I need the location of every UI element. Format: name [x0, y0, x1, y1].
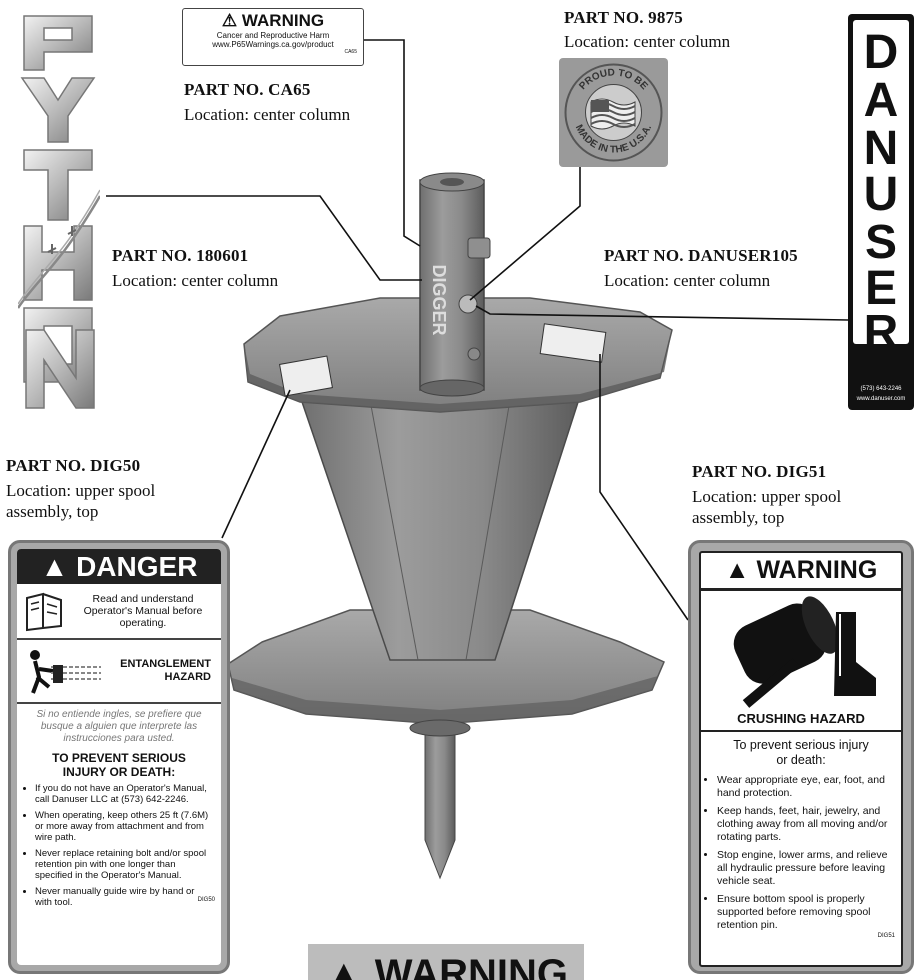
bottom-warning-triangle-icon: ▲ — [324, 952, 364, 980]
warning-prevent-1: To prevent serious injury — [701, 738, 901, 753]
callout-9875-location: Location: center column — [564, 31, 730, 52]
callout-dig51-location-2: assembly, top — [692, 507, 784, 528]
callout-180601-part: PART NO. 180601 — [112, 246, 248, 266]
warning-prevent-2: or death: — [701, 753, 901, 768]
crushing-warning-label: ▲ WARNING CRUSHING HAZARD To prevent ser… — [688, 540, 914, 974]
danger-label-inner: ▲ DANGER Read and understand Operator's … — [17, 549, 221, 965]
read-manual-text: Read and understand Operator's Manual be… — [67, 593, 215, 629]
warning-label-inner: ▲ WARNING CRUSHING HAZARD To prevent ser… — [699, 551, 903, 967]
ca65-code: CA65 — [183, 49, 363, 55]
entanglement-row: ENTANGLEMENT HAZARD — [17, 640, 221, 704]
read-manual-row: Read and understand Operator's Manual be… — [17, 584, 221, 640]
manual-book-icon — [23, 590, 67, 632]
warning-bullet: Ensure bottom spool is properly supporte… — [717, 893, 893, 932]
callout-9875-part: PART NO. 9875 — [564, 8, 683, 28]
callout-ca65-part: PART NO. CA65 — [184, 80, 311, 100]
ca65-line2: www.P65Warnings.ca.gov/product — [183, 40, 363, 49]
ca65-label: ⚠ WARNING Cancer and Reproductive Harm w… — [182, 8, 364, 66]
danger-triangle-icon: ▲ — [41, 551, 69, 582]
warning-bullet: Wear appropriate eye, ear, foot, and han… — [717, 774, 893, 800]
danger-bullet: If you do not have an Operator's Manual,… — [35, 783, 213, 805]
hazard-line-2: HAZARD — [103, 671, 211, 684]
warning-triangle-icon: ▲ — [725, 556, 750, 584]
ca65-title-row: ⚠ WARNING — [183, 11, 363, 31]
callout-dig50-location-2: assembly, top — [6, 501, 98, 522]
warning-bullet: Stop engine, lower arms, and relieve all… — [717, 849, 893, 888]
warning-code: DIG51 — [701, 933, 901, 939]
prevent-line-2: INJURY OR DEATH: — [17, 765, 221, 779]
danger-bullet-list: If you do not have an Operator's Manual,… — [17, 779, 221, 908]
danger-bullet: Never replace retaining bolt and/or spoo… — [35, 848, 213, 881]
warning-bullet-list: Wear appropriate eye, ear, foot, and han… — [701, 768, 901, 932]
callout-dig51-location-1: Location: upper spool — [692, 486, 841, 507]
crushing-hazard-text: CRUSHING HAZARD — [701, 711, 901, 732]
callout-dig51-part: PART NO. DIG51 — [692, 462, 826, 482]
warning-bullet: Keep hands, feet, hair, jewelry, and clo… — [717, 805, 893, 844]
callout-ca65-location: Location: center column — [184, 104, 350, 125]
usa-seal-label: PROUD TO BE MADE IN THE U.S.A. — [559, 58, 668, 167]
ca65-line1: Cancer and Reproductive Harm — [183, 31, 363, 40]
callout-danuser105-location: Location: center column — [604, 270, 770, 291]
callout-dig50-part: PART NO. DIG50 — [6, 456, 140, 476]
spanish-text: Si no entiende ingles, se prefiere que b… — [17, 704, 221, 751]
warning-triangle-icon: ⚠ — [222, 11, 237, 30]
danger-title: DANGER — [76, 551, 197, 582]
callout-dig50-location-1: Location: upper spool — [6, 480, 155, 501]
danger-label: ▲ DANGER Read and understand Operator's … — [8, 540, 230, 974]
danger-bullet: When operating, keep others 25 ft (7.6M)… — [35, 810, 213, 843]
column-decal-text: DIGGER — [429, 264, 449, 335]
hazard-line-1: ENTANGLEMENT — [103, 658, 211, 671]
bottom-warning-label: ▲ WARNING — [308, 944, 584, 980]
usa-flag-seal-graphic: PROUD TO BE MADE IN THE U.S.A. — [559, 58, 668, 167]
callout-180601-location: Location: center column — [112, 270, 278, 291]
crushing-pictogram-icon — [701, 591, 901, 711]
warning-header: ▲ WARNING — [701, 553, 901, 591]
bottom-warning-title: WARNING — [375, 952, 568, 980]
warning-title: WARNING — [756, 556, 877, 584]
callout-danuser105-part: PART NO. DANUSER105 — [604, 246, 798, 266]
prevent-line-1: TO PREVENT SERIOUS — [17, 751, 221, 765]
ca65-title: WARNING — [242, 11, 324, 30]
danger-header: ▲ DANGER — [17, 549, 221, 584]
entanglement-pictogram-icon — [23, 647, 103, 695]
